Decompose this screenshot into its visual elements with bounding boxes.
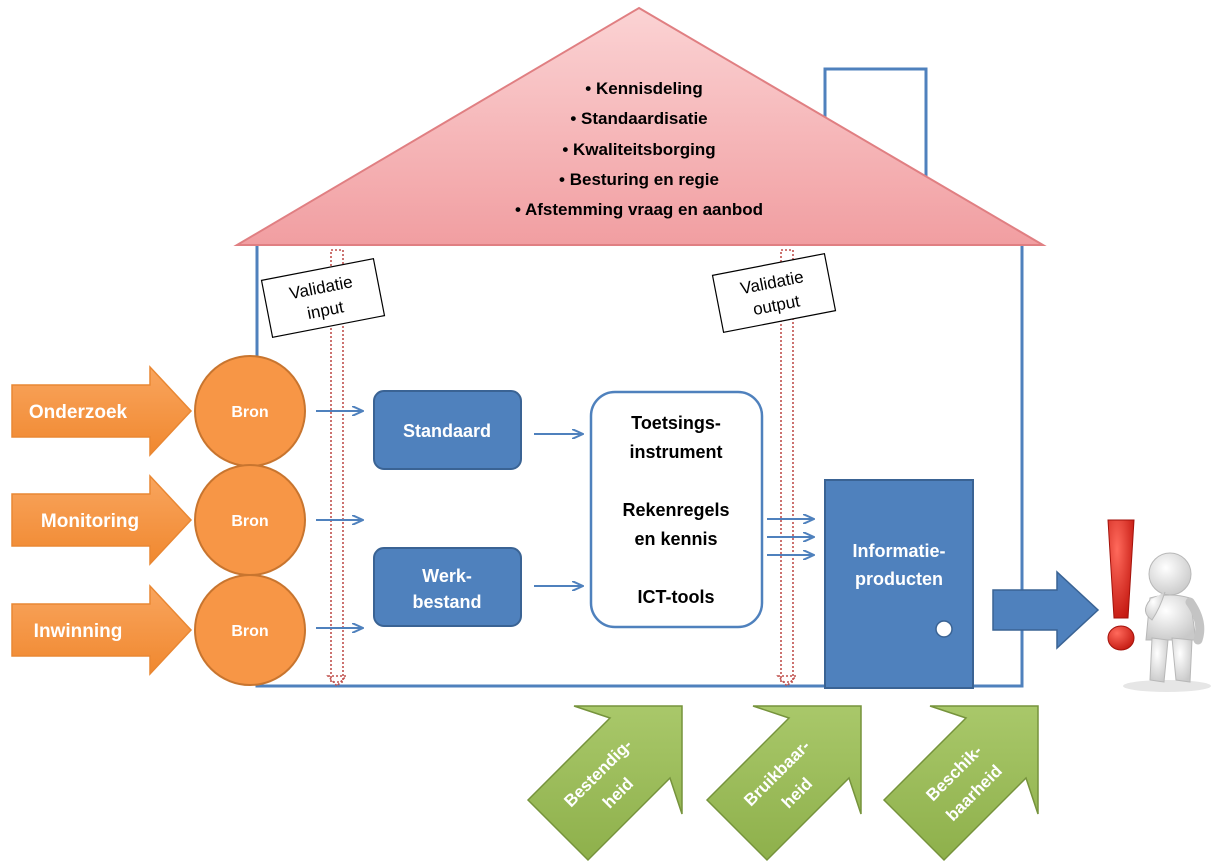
roof-item: • Kwaliteitsborging xyxy=(562,140,715,159)
quality-arrow-bestendigheid: Bestendig- heid xyxy=(526,705,683,862)
source-label: Bron xyxy=(231,513,268,530)
roof xyxy=(233,6,1047,246)
input-arrow-label: Inwinning xyxy=(34,621,123,642)
exclamation-icon xyxy=(1107,519,1135,651)
standaard-box: Standaard xyxy=(373,390,522,470)
roof-item: • Afstemming vraag en aanbod xyxy=(515,200,763,219)
tools-line: Toetsings- xyxy=(631,413,721,433)
werkbestand-line1: Werk- xyxy=(422,566,472,586)
source-circle-2: Bron xyxy=(194,464,306,576)
roof-item: • Kennisdeling xyxy=(585,79,702,98)
door-line2: producten xyxy=(855,569,943,589)
source-label: Bron xyxy=(231,404,268,421)
input-arrow-label: Monitoring xyxy=(41,511,139,532)
validation-column-input xyxy=(326,249,348,688)
source-label: Bron xyxy=(231,623,268,640)
door-knob xyxy=(935,620,953,638)
tools-box: Toetsings- instrument Rekenregels en ken… xyxy=(589,390,764,629)
tools-line: instrument xyxy=(629,442,722,462)
output-arrow xyxy=(992,570,1100,650)
quality-arrow-beschikbaarheid: Beschik- baarheid xyxy=(882,705,1039,862)
standaard-label: Standaard xyxy=(403,421,491,441)
source-circle-3: Bron xyxy=(194,574,306,686)
werkbestand-box: Werk- bestand xyxy=(373,547,522,627)
roof-items: • Kennisdeling • Standaardisatie • Kwali… xyxy=(515,79,763,219)
tools-line: Rekenregels xyxy=(622,500,729,520)
thinking-person-icon xyxy=(1107,519,1211,692)
validation-input-label: Validatie input xyxy=(260,257,386,339)
tools-line: en kennis xyxy=(634,529,717,549)
flow-arrows xyxy=(316,411,813,628)
door-line1: Informatie- xyxy=(852,541,945,561)
input-arrow-onderzoek: Onderzoek xyxy=(11,365,193,457)
validation-column-output xyxy=(776,249,798,688)
input-arrow-label: Onderzoek xyxy=(29,402,128,423)
door: Informatie- producten xyxy=(824,479,974,689)
input-arrow-monitoring: Monitoring xyxy=(11,474,193,566)
tools-line: ICT-tools xyxy=(638,587,715,607)
roof-item: • Standaardisatie xyxy=(570,109,707,128)
roof-item: • Besturing en regie xyxy=(559,170,719,189)
input-arrow-inwinning: Inwinning xyxy=(11,584,193,676)
validation-output-label: Validatie output xyxy=(711,252,837,334)
werkbestand-line2: bestand xyxy=(412,592,481,612)
quality-arrow-bruikbaarheid: Bruikbaar- heid xyxy=(705,705,862,862)
source-circle-1: Bron xyxy=(194,355,306,467)
